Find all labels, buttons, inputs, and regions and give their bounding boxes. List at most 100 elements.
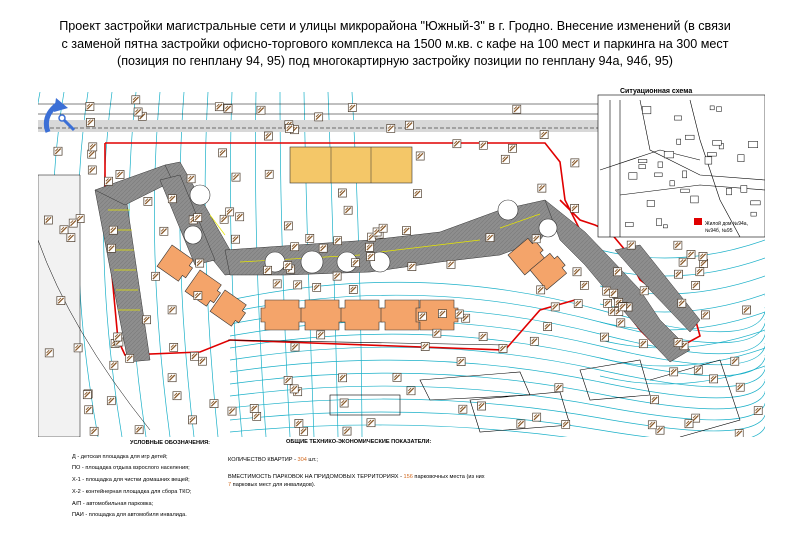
tree-symbol-icon <box>753 406 763 416</box>
tree-symbol-icon <box>539 130 549 140</box>
tree-symbol-icon <box>115 170 125 179</box>
residential-building <box>260 299 304 331</box>
tree-symbol-icon <box>437 309 447 319</box>
tree-symbol-icon <box>85 102 95 111</box>
tree-symbol-icon <box>249 404 259 413</box>
tree-symbol-icon <box>197 356 207 366</box>
tree-symbol-icon <box>169 342 179 352</box>
tree-symbol-icon <box>231 234 240 244</box>
tree-symbol-icon <box>709 374 719 384</box>
tree-symbol-icon <box>498 344 508 353</box>
tree-symbol-icon <box>56 296 66 306</box>
situation-block <box>740 185 748 193</box>
residential-building <box>209 289 247 327</box>
contour-line <box>599 365 765 385</box>
tree-symbol-icon <box>348 285 358 294</box>
tree-symbol-icon <box>263 131 273 141</box>
title-line: (позиция по генплану 94, 95) под многока… <box>117 54 673 68</box>
tree-symbol-icon <box>512 104 522 114</box>
tree-symbol-icon <box>485 233 495 243</box>
tree-symbol-icon <box>272 279 282 289</box>
contour-line <box>229 294 765 343</box>
tep-heading: ОБЩИЕ ТЕХНИКО-ЭКОНОМИЧЕСКИЕ ПОКАЗАТЕЛИ: <box>286 439 432 445</box>
tree-symbol-icon <box>613 267 623 277</box>
situation-block <box>654 172 663 177</box>
tree-symbol-icon <box>44 348 54 358</box>
situation-block <box>657 161 663 168</box>
tree-symbol-icon <box>412 189 422 199</box>
tree-symbol-icon <box>113 332 123 342</box>
situation-block <box>737 154 745 162</box>
tree-symbol-icon <box>415 151 425 161</box>
tree-symbol-icon <box>167 373 177 383</box>
legend-item: ПАИ - площадка для автомобиля инвалида. <box>72 512 187 519</box>
legend-item: Х-2 - контейнерная площадка для сбора ТК… <box>72 488 192 495</box>
tree-symbol-icon <box>684 419 694 429</box>
situation-block <box>690 195 699 204</box>
tree-symbol-icon <box>570 158 580 168</box>
street-top <box>38 120 598 132</box>
tree-symbol-icon <box>284 123 294 133</box>
tree-symbol-icon <box>289 384 299 394</box>
tree-symbol-icon <box>677 298 687 308</box>
tree-symbol-icon <box>87 165 97 175</box>
tree-symbol-icon <box>218 148 228 158</box>
situation-block <box>682 170 687 179</box>
tree-symbol-icon <box>417 311 427 321</box>
map-title: Проект застройки магистральные сети и ул… <box>40 18 750 71</box>
tree-symbol-icon <box>603 298 613 308</box>
tree-symbol-icon <box>167 194 177 204</box>
tree-symbol-icon <box>263 265 273 275</box>
tree-symbol-icon <box>53 146 63 156</box>
tree-symbol-icon <box>142 315 152 325</box>
situation-block <box>716 106 722 112</box>
situation-block <box>638 164 646 169</box>
tree-symbol-icon <box>107 243 116 253</box>
tree-symbol-icon <box>59 225 69 235</box>
residential-building <box>340 299 384 331</box>
tree-symbol-icon <box>600 332 609 342</box>
situation-block <box>680 188 690 193</box>
situation-block <box>750 200 761 206</box>
tree-symbol-icon <box>193 213 203 223</box>
tree-symbol-icon <box>420 342 430 351</box>
tree-symbol-icon <box>219 214 229 224</box>
tree-symbol-icon <box>478 140 488 150</box>
tree-symbol-icon <box>742 305 752 315</box>
tree-symbol-icon <box>225 207 235 217</box>
situation-block <box>674 115 682 121</box>
tree-symbol-icon <box>283 221 293 231</box>
tree-symbol-icon <box>638 339 648 349</box>
tree-symbol-icon <box>338 373 348 383</box>
contour-line <box>229 359 765 399</box>
tree-symbol-icon <box>365 242 375 252</box>
tree-symbol-icon <box>108 225 118 235</box>
tree-symbol-icon <box>332 271 342 281</box>
tree-symbol-icon <box>730 356 740 366</box>
situation-block <box>663 224 668 229</box>
tree-symbol-icon <box>252 411 262 421</box>
title-line: Проект застройки магистральные сети и ул… <box>59 19 731 33</box>
tree-symbol-icon <box>223 104 233 114</box>
tree-symbol-icon <box>366 252 376 262</box>
residential-building <box>529 252 568 291</box>
tree-symbol-icon <box>686 250 696 259</box>
tree-symbol-icon <box>235 212 245 222</box>
tree-symbol-icon <box>550 302 560 312</box>
tree-symbol-icon <box>299 426 309 436</box>
legend-item: Х-1 - площадка для чистки домашних вещей… <box>72 477 190 484</box>
legend-item: ПО - площадка отдыха взрослого населения… <box>72 465 190 472</box>
tree-symbol-icon <box>366 418 376 428</box>
legend: УСЛОВНЫЕ ОБОЗНАЧЕНИЯ: Д - детская площад… <box>72 438 250 522</box>
tree-symbol-icon <box>293 280 303 290</box>
tree-symbol-icon <box>378 223 388 233</box>
contour-line <box>229 372 765 410</box>
tree-symbol-icon <box>312 282 322 292</box>
contour-line <box>229 281 765 332</box>
situation-block <box>638 159 648 163</box>
tree-symbol-icon <box>290 342 300 352</box>
tree-symbol-icon <box>404 120 414 130</box>
tree-symbol-icon <box>616 318 626 328</box>
tree-symbol-icon <box>529 336 539 346</box>
